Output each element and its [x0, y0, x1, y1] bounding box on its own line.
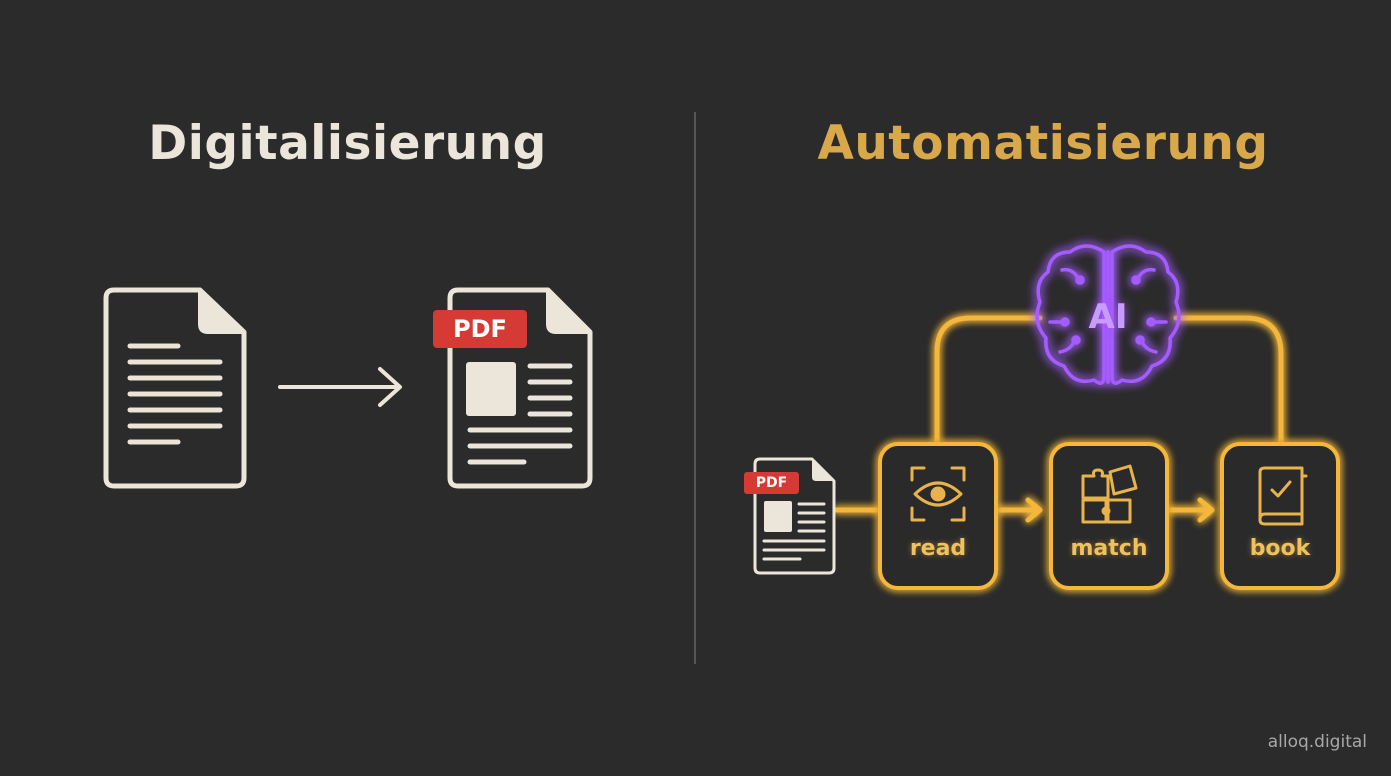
step-box-read	[878, 442, 998, 590]
pdf-badge	[433, 310, 527, 348]
automatisierung-title: Automatisierung	[817, 116, 1269, 171]
eye-scan-icon	[910, 466, 966, 522]
section-divider	[694, 112, 696, 664]
flow-connectors	[833, 315, 1284, 523]
paper-document-icon	[103, 287, 247, 489]
book-check-icon	[1258, 466, 1308, 526]
puzzle-icon	[1081, 464, 1138, 524]
arrowhead-to-match	[1025, 497, 1043, 523]
connector-ai-to-book	[1173, 315, 1284, 447]
arrowhead-to-book	[1197, 497, 1215, 523]
ai-label: AI	[1088, 297, 1128, 337]
step-label-book: book	[1249, 536, 1311, 561]
step-label-read: read	[909, 536, 967, 561]
step-label-match: match	[1070, 536, 1148, 561]
pdf-input-badge	[744, 472, 799, 494]
digitalisierung-title: Digitalisierung	[148, 116, 547, 171]
arrow-right-icon	[278, 367, 402, 407]
connector-read-to-ai	[934, 315, 1043, 447]
pdf-input-badge-label: PDF	[755, 475, 788, 491]
watermark: alloq.digital	[1267, 732, 1367, 752]
ai-brain-icon	[1035, 244, 1181, 385]
step-box-book	[1220, 442, 1340, 590]
pdf-document-icon	[433, 287, 593, 489]
pdf-input-document-icon	[744, 457, 836, 575]
pdf-badge-label: PDF	[453, 315, 507, 343]
